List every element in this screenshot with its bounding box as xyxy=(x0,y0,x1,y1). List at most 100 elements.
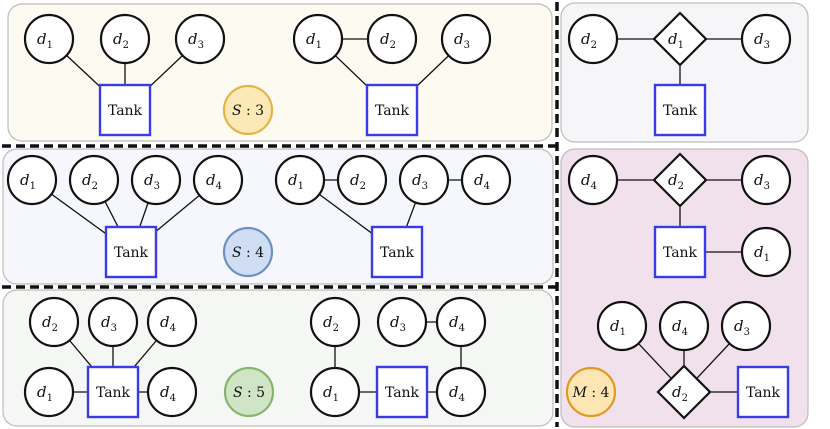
node-d1: d1 xyxy=(596,300,648,352)
node-circle-shape xyxy=(6,154,58,206)
tank-box xyxy=(104,225,158,279)
node-label: d1 xyxy=(288,171,304,192)
node-label: d2 xyxy=(42,313,58,334)
node-label: d1 xyxy=(37,383,53,404)
node-label: d3 xyxy=(754,171,770,192)
node-circle-shape xyxy=(146,366,198,418)
badge-circle xyxy=(222,84,274,136)
node-label: d2 xyxy=(323,313,339,334)
node-d2: d2 xyxy=(309,296,361,348)
node-circle-shape xyxy=(567,13,619,65)
node-label: d2 xyxy=(350,171,366,192)
junction-d2: d2 xyxy=(656,364,712,420)
node-circle-shape xyxy=(720,300,772,352)
node-label: d2 xyxy=(113,30,129,51)
node-circle-shape xyxy=(99,13,151,65)
junction-diamond-shape xyxy=(652,152,708,208)
node-d4: d4 xyxy=(146,296,198,348)
tank-box xyxy=(653,225,707,279)
node-d2: d2 xyxy=(68,154,120,206)
node-d1: d1 xyxy=(6,154,58,206)
node-circle-shape xyxy=(435,296,487,348)
tank-node: Tank xyxy=(365,83,419,137)
node-d2: d2 xyxy=(366,13,418,65)
node-d1: d1 xyxy=(23,13,75,65)
tank-label: Tank xyxy=(385,385,420,401)
tank-label: Tank xyxy=(380,245,415,261)
node-label: d4 xyxy=(206,171,222,192)
node-label: d3 xyxy=(144,171,160,192)
node-label: d4 xyxy=(581,171,597,192)
node-circle-shape xyxy=(28,296,80,348)
badge-s3: S : 3 xyxy=(222,84,274,136)
junction-diamond-shape xyxy=(656,364,712,420)
tank-label: Tank xyxy=(663,245,698,261)
node-circle-shape xyxy=(309,296,361,348)
junction-d1: d1 xyxy=(652,11,708,67)
node-d1: d1 xyxy=(274,154,326,206)
node-label: d1 xyxy=(306,30,322,51)
node-d1: d1 xyxy=(23,366,75,418)
node-d4: d4 xyxy=(435,296,487,348)
node-d3: d3 xyxy=(174,13,226,65)
node-circle-shape xyxy=(398,154,450,206)
node-d2: d2 xyxy=(567,13,619,65)
badge-s5: S : 5 xyxy=(223,366,275,418)
node-circle-shape xyxy=(740,226,792,278)
node-d2: d2 xyxy=(99,13,151,65)
tank-node: Tank xyxy=(653,83,707,137)
tank-node: Tank xyxy=(653,225,707,279)
dividers xyxy=(2,2,559,427)
node-d4: d4 xyxy=(192,154,244,206)
node-label: d4 xyxy=(672,317,688,338)
node-label: d1 xyxy=(37,30,53,51)
right-bottom-nodes: d1 d4 d3 d2 Tank xyxy=(596,300,790,420)
node-circle-shape xyxy=(174,13,226,65)
junction-label: d2 xyxy=(672,383,688,404)
badge-label: S : 4 xyxy=(232,245,264,261)
panels xyxy=(2,2,809,428)
tank-label: Tank xyxy=(375,103,410,119)
node-label: d3 xyxy=(734,317,750,338)
node-circle-shape xyxy=(130,154,182,206)
badge-m4: M : 4 xyxy=(565,366,617,418)
tank-label: Tank xyxy=(96,385,131,401)
tank-box xyxy=(370,225,424,279)
node-circle-shape xyxy=(87,296,139,348)
badges: S : 3 S : 4 S : 5 M : 4 xyxy=(222,84,617,418)
node-d3: d3 xyxy=(130,154,182,206)
node-label: d1 xyxy=(610,317,626,338)
node-d3: d3 xyxy=(398,154,450,206)
badge-circle xyxy=(222,226,274,278)
junction-label: d2 xyxy=(668,171,684,192)
node-label: d3 xyxy=(412,171,428,192)
node-d4: d4 xyxy=(146,366,198,418)
badge-s4: S : 4 xyxy=(222,226,274,278)
tank-node: Tank xyxy=(375,365,429,419)
junction-d2: d2 xyxy=(652,152,708,208)
node-d3: d3 xyxy=(376,296,428,348)
node-circle-shape xyxy=(146,296,198,348)
tank-label: Tank xyxy=(746,385,781,401)
node-d2: d2 xyxy=(28,296,80,348)
node-circle-shape xyxy=(336,154,388,206)
node-label: d4 xyxy=(474,171,490,192)
tank-label: Tank xyxy=(114,245,149,261)
node-circle-shape xyxy=(740,154,792,206)
tank-node: Tank xyxy=(370,225,424,279)
badge-label: S : 5 xyxy=(233,385,265,401)
node-circle-shape xyxy=(567,154,619,206)
node-label: d3 xyxy=(188,30,204,51)
badge-label: M : 4 xyxy=(572,385,610,401)
node-label: d2 xyxy=(380,30,396,51)
tank-node: Tank xyxy=(736,365,790,419)
tank-box xyxy=(365,83,419,137)
node-d3: d3 xyxy=(740,154,792,206)
tank-label: Tank xyxy=(663,103,698,119)
